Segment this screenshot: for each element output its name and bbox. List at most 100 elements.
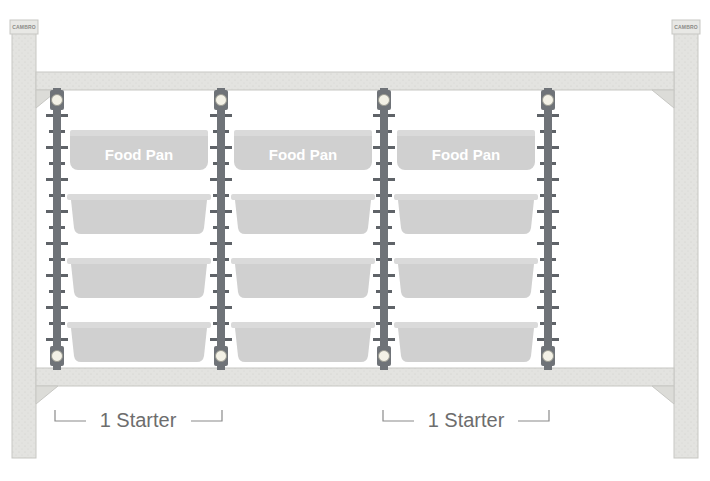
pan-lip [394,258,538,264]
rod-clip [49,194,53,197]
rod-end [50,346,64,366]
rod-clip [373,114,380,117]
rod-clip [49,258,53,261]
rod-end [541,346,555,366]
rod-clip [376,162,380,165]
rod-clip [225,210,232,213]
rod-clip [552,130,556,133]
rod-clip [388,338,395,341]
bottom-rail [36,368,674,386]
rod-end [214,90,228,110]
vertical-rod [380,88,388,370]
rod-clip [61,194,65,197]
post-cap [672,20,700,34]
rod-clip [61,242,68,245]
food-pan [235,328,371,362]
rod-clip [537,242,544,245]
rod-clip [537,338,544,341]
rod-clip [225,258,229,261]
rod-knob [216,351,227,362]
rod-clip [373,338,380,341]
pan-lip [394,194,538,200]
rod-clip [61,146,68,149]
rod-clip [225,130,229,133]
rod-clip [388,162,392,165]
rod-clip [210,338,217,341]
rod-clip [388,114,395,117]
rod-clip [552,178,559,181]
rod-clip [61,306,68,309]
rod-clip [376,194,380,197]
post-cap [10,20,38,34]
rod-clip [61,338,68,341]
brand-mark: CAMBRO [12,24,36,30]
rod-clip [376,322,380,325]
rod-clip [388,130,392,133]
rod-clip [210,242,217,245]
pan-label: Food Pan [105,146,173,163]
starter-label: 1 Starter [98,409,179,432]
rod-clip [46,178,53,181]
rod-clip [225,162,229,165]
rod-clip [373,146,380,149]
food-pan [398,200,534,234]
rod-clip [225,338,232,341]
rod-clip [388,322,392,325]
rod-clip [388,210,395,213]
vertical-rod [544,88,552,370]
rod-clip [210,146,217,149]
left-post [12,22,36,458]
rod-clip [61,210,68,213]
rod-knob [543,95,554,106]
rod-clip [552,258,556,261]
rod-clip [537,306,544,309]
brand-mark: CAMBRO [674,24,698,30]
rod-clip [213,290,217,293]
rod-end [50,90,64,110]
rod-clip [376,258,380,261]
rod-clip [552,242,559,245]
rod-clip [213,130,217,133]
vertical-rod [217,88,225,370]
rod-clip [46,306,53,309]
rod-clip [225,226,229,229]
rod-knob [379,95,390,106]
rod-clip [46,210,53,213]
food-pan [235,200,371,234]
rod-clip [552,226,556,229]
rod-knob [543,351,554,362]
pan-label: Food Pan [432,146,500,163]
rail-bracket [36,386,674,404]
rod-clip [376,290,380,293]
rod-clip [376,226,380,229]
rod-clip [210,114,217,117]
rod-clip [49,290,53,293]
rod-clip [540,290,544,293]
rod-clip [213,194,217,197]
rod-clip [210,306,217,309]
rod-clip [537,274,544,277]
rod-clip [388,146,395,149]
rod-clip [552,274,559,277]
rod-knob [379,351,390,362]
rod-clip [210,178,217,181]
rod-clip [388,258,392,261]
food-pan: Food Pan [234,130,372,170]
rod-clip [537,114,544,117]
rod-clip [49,130,53,133]
rod-clip [388,274,395,277]
rod-clip [540,194,544,197]
rod-clip [388,226,392,229]
rail-bracket [36,90,674,108]
rod-knob [52,95,63,106]
rod-clip [552,114,559,117]
food-pan [71,200,207,234]
pan-lip [231,194,375,200]
rod-clip [388,242,395,245]
rod-clip [552,162,556,165]
top-rail [36,72,674,90]
rod-clip [210,210,217,213]
pan-lip [67,194,211,200]
rod-clip [46,242,53,245]
rod-clip [46,114,53,117]
